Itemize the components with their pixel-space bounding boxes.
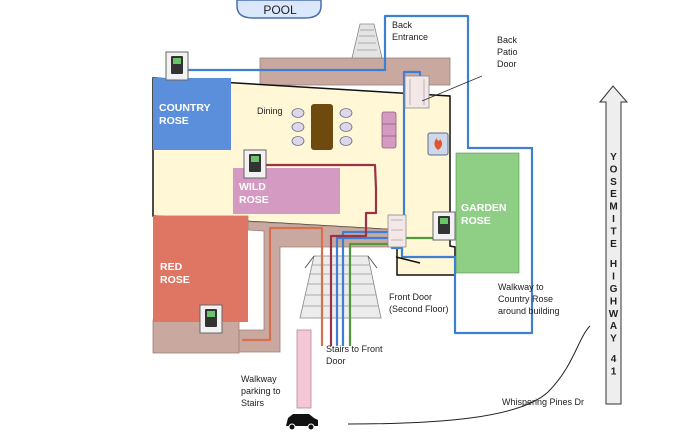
red-path	[242, 226, 324, 346]
walkway-country-label-1: Walkway to	[498, 282, 544, 292]
back-stairs-icon	[351, 23, 383, 59]
highway-letter: H	[610, 296, 617, 307]
country-rose-label-2: ROSE	[159, 115, 189, 127]
front-door-icon	[387, 214, 407, 248]
highway-letter: 4	[611, 354, 617, 365]
highway-letter: M	[609, 202, 617, 213]
front-door-leader	[395, 256, 421, 264]
parking-walkway	[296, 329, 312, 409]
keypad-icon	[165, 51, 189, 81]
country-rose-label-1: COUNTRY	[159, 102, 211, 114]
garden-rose-label-1: GARDEN	[461, 202, 507, 214]
front-stairs-icon	[299, 255, 382, 319]
walkway-parking-label-3: Stairs	[241, 398, 265, 408]
pool: POOL	[236, 0, 322, 19]
patio-door-label-2: Patio	[497, 47, 518, 57]
highway-letter: 1	[611, 366, 617, 377]
stairs-front-label-2: Door	[326, 356, 346, 366]
highway-letter: T	[610, 226, 616, 237]
highway-letter: Y	[610, 334, 617, 345]
back-entrance-label-1: Back	[392, 20, 413, 30]
patio-door-label-1: Back	[497, 35, 518, 45]
highway-letter: A	[610, 321, 617, 332]
highway-letter: G	[610, 284, 618, 295]
stairs-front-label-1: Stairs to Front	[326, 344, 383, 354]
walkway-parking-label-1: Walkway	[241, 374, 277, 384]
sofa	[381, 111, 397, 149]
front-door-label-2: (Second Floor)	[389, 304, 449, 314]
car-icon	[286, 414, 318, 431]
room-country-rose: COUNTRY ROSE	[153, 78, 231, 150]
keypad-icon	[243, 149, 267, 179]
walkway-country-label-3: around building	[498, 306, 560, 316]
patio-door-label-3: Door	[497, 59, 517, 69]
front-door-label-1: Front Door	[389, 292, 432, 302]
room-garden-rose: GARDEN ROSE	[455, 152, 520, 274]
highway-letter: E	[610, 239, 617, 250]
highway-letter: I	[612, 272, 615, 283]
fireplace-icon	[427, 132, 449, 156]
patio-leader	[421, 75, 483, 102]
keypad-icon	[199, 304, 223, 334]
room-wild-rose: WILD ROSE	[233, 168, 340, 214]
wild-rose-label-1: WILD	[239, 181, 266, 193]
room-red-rose: RED ROSE	[153, 216, 248, 322]
highway-letter: I	[612, 214, 615, 225]
back-entrance-label-2: Entrance	[392, 32, 428, 42]
red-rose-label-2: ROSE	[160, 274, 190, 286]
highway-letter: O	[610, 164, 618, 175]
blue-path-inner	[335, 70, 422, 346]
highway-letter: S	[610, 177, 617, 188]
highway-letter: Y	[610, 152, 617, 163]
highway-letter: H	[610, 259, 617, 270]
maroon-path	[260, 163, 378, 346]
whispering-pines-label: Whispering Pines Dr	[502, 397, 584, 407]
walkway-parking-label-2: parking to	[241, 386, 281, 396]
highway-letter: E	[610, 189, 617, 200]
back-patio-door-icon	[404, 75, 430, 109]
garden-rose-label-2: ROSE	[461, 215, 491, 227]
keypad-icon	[432, 211, 456, 241]
highway-letter: W	[609, 309, 619, 320]
walkway-country-label-2: Country Rose	[498, 294, 553, 304]
red-rose-label-1: RED	[160, 261, 183, 273]
dining-table: Dining	[257, 104, 353, 150]
dining-label: Dining	[257, 106, 283, 116]
wild-rose-label-2: ROSE	[239, 194, 269, 206]
whispering-pines-road	[347, 325, 591, 425]
pool-label: POOL	[263, 3, 297, 17]
